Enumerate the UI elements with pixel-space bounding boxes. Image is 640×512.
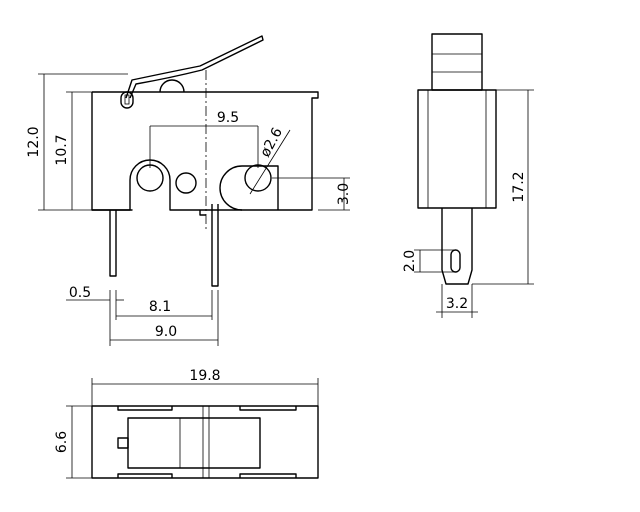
side-view: 17.2 2.0 3.2 <box>402 33 534 318</box>
terminal-nub <box>117 437 129 449</box>
right-mounting-hole <box>244 164 272 192</box>
dim-terminal-width: 3.2 <box>446 296 468 312</box>
left-pin <box>109 210 117 277</box>
actuator <box>431 33 483 91</box>
dim-pin-width: 0.5 <box>69 285 91 301</box>
dim-overall-height: 12.0 <box>26 126 42 157</box>
top-tabs <box>117 406 297 411</box>
side-terminal <box>441 208 473 285</box>
dim-side-height: 17.2 <box>511 171 527 202</box>
dim-terminal-slot: 2.0 <box>402 250 418 272</box>
front-view: 12.0 10.7 9.5 ø2.6 3.0 0.5 8.1 9.0 <box>26 35 352 346</box>
right-pin <box>211 204 219 287</box>
switch-body-lower <box>91 92 242 211</box>
dim-length: 19.8 <box>189 368 220 384</box>
center-hole <box>175 172 197 194</box>
lever-arm <box>125 35 264 99</box>
dim-hole-offset: 3.0 <box>336 183 352 205</box>
dim-pin-spacing: 9.5 <box>217 110 239 126</box>
bottom-tabs <box>117 473 297 478</box>
middle-pin-stub <box>199 210 206 216</box>
side-body <box>417 89 497 209</box>
left-mounting-hole <box>136 164 164 192</box>
dim-width: 6.6 <box>54 431 70 453</box>
bottom-view: 19.8 6.6 <box>54 368 319 479</box>
dim-body-height: 10.7 <box>54 134 70 165</box>
switch-body <box>91 91 319 211</box>
terminal-slot <box>450 249 461 273</box>
lever-pivot <box>120 91 134 109</box>
bottom-body <box>91 405 319 479</box>
plunger <box>127 417 261 469</box>
roller <box>159 79 185 93</box>
lever-pivot-slot <box>124 94 130 105</box>
dim-pin-offset: 8.1 <box>149 299 171 315</box>
dim-pin-outer: 9.0 <box>155 324 177 340</box>
